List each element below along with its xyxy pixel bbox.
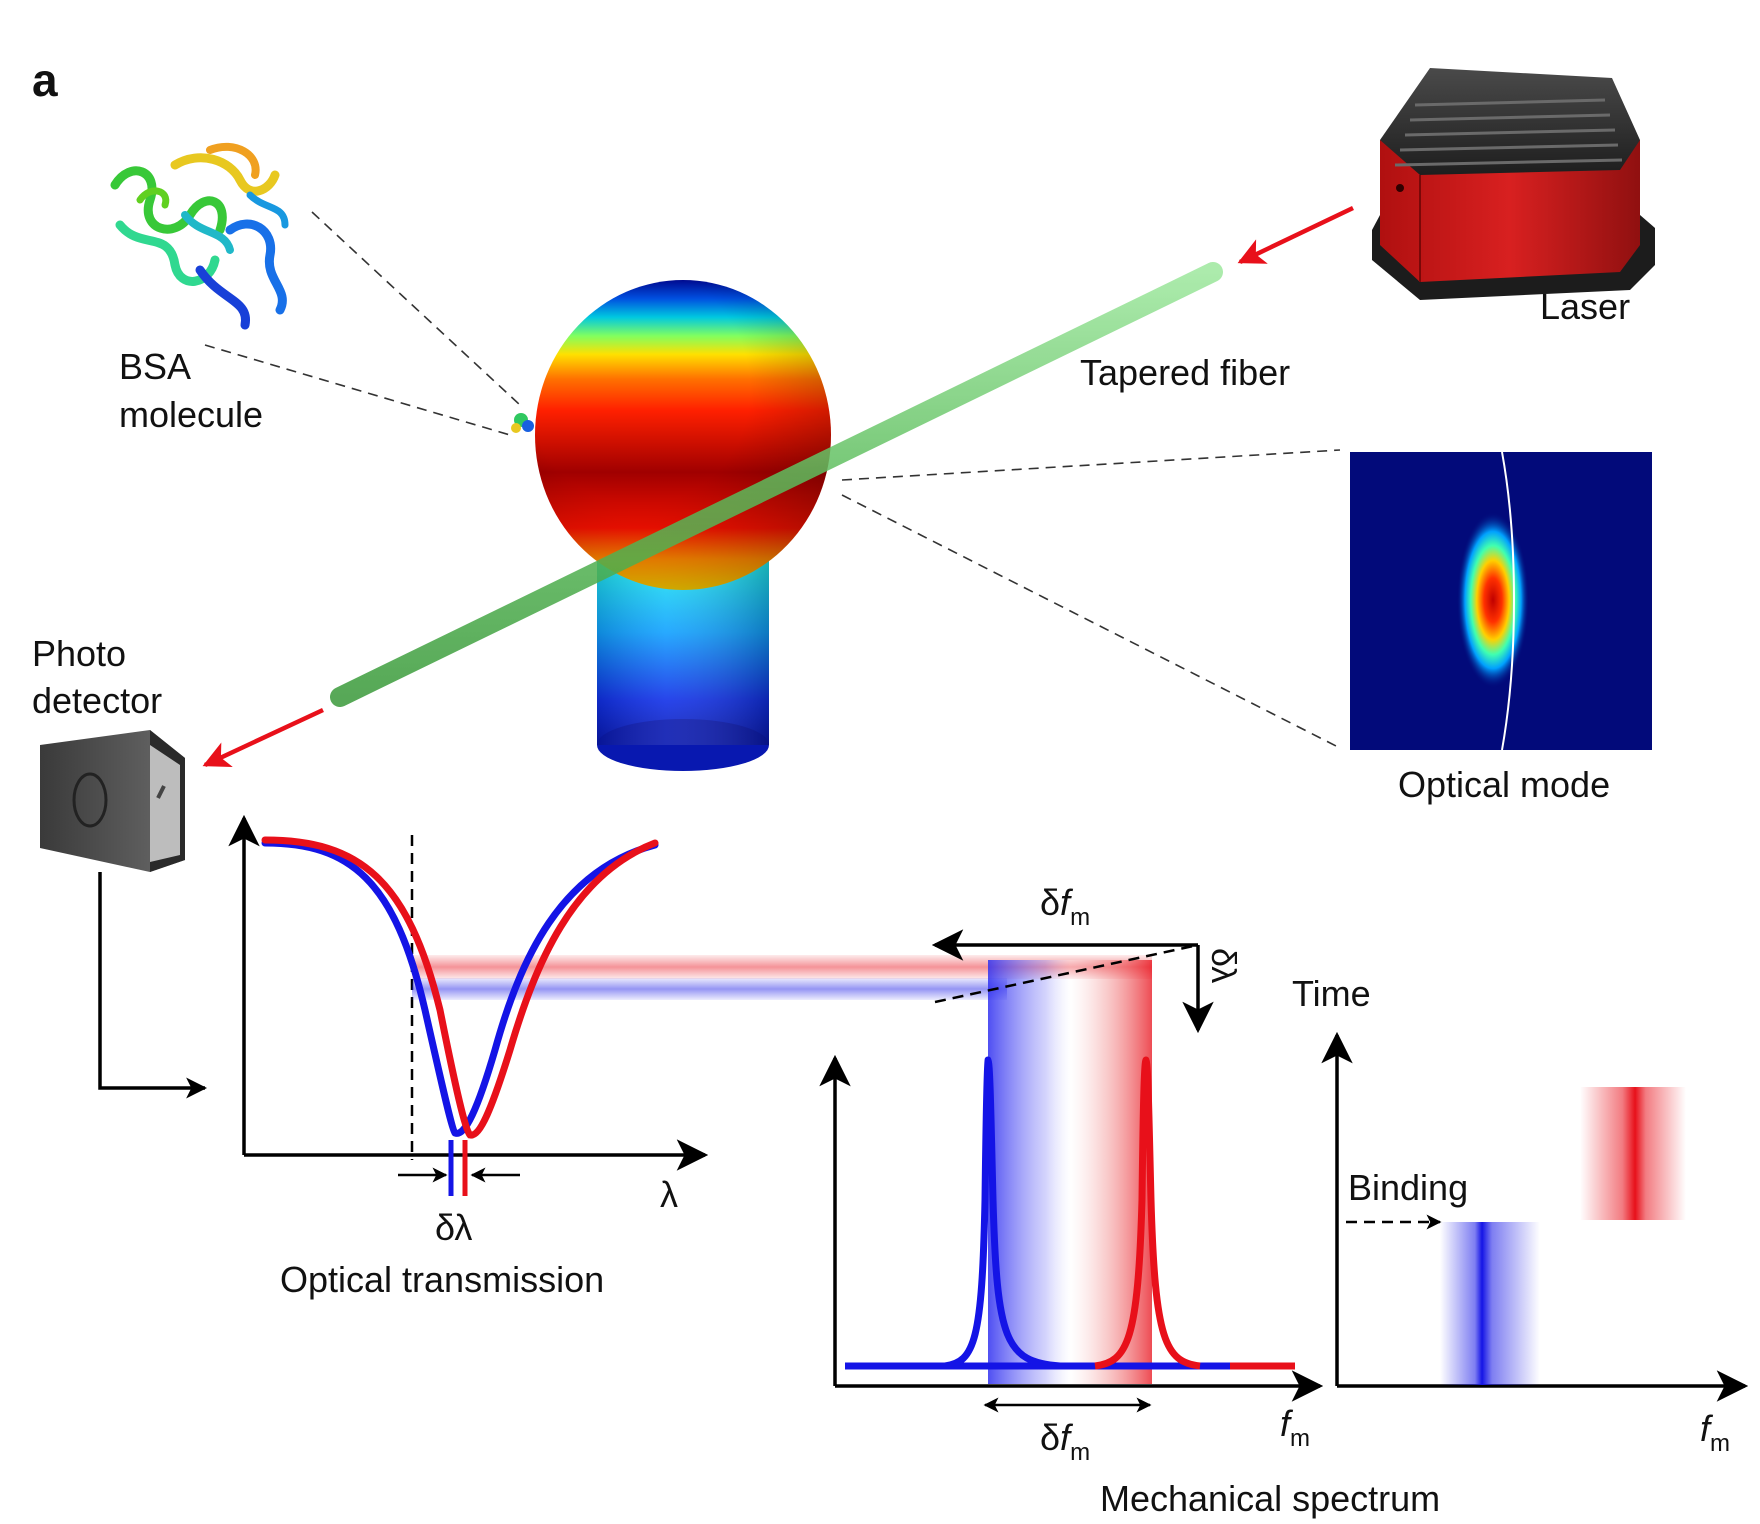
red-dip-curve [261, 836, 659, 1139]
zoom-line [204, 344, 511, 436]
blue-link-band [412, 978, 1007, 1000]
time-axis-label: Time [1292, 973, 1371, 1014]
optical-transmission-label: Optical transmission [280, 1259, 604, 1300]
blue-dip-curve [261, 839, 659, 1137]
laser-label: Laser [1540, 286, 1630, 327]
zoom-line [311, 211, 521, 406]
delta-lambda-label: δλ [435, 1207, 472, 1248]
bsa-molecule-icon [110, 142, 289, 330]
slope-dashed-line [934, 943, 1199, 1004]
optical-mode-image [1350, 451, 1652, 751]
tapered-fiber [330, 262, 1223, 707]
blue-trace-band [1440, 1222, 1540, 1385]
delta-fm-top-label: δfm [1040, 882, 1090, 931]
bsa-label-line2: molecule [119, 394, 263, 435]
time-frequency-plot [1321, 1031, 1749, 1402]
red-peak [1094, 1056, 1201, 1370]
optical-mode-label: Optical mode [1398, 764, 1610, 805]
laser-beam-arrow [1237, 205, 1354, 265]
mechanical-spectrum-label: Mechanical spectrum [1100, 1478, 1440, 1519]
fm-axis-label-2: fm [1700, 1408, 1730, 1457]
signal-connector-arrow [98, 872, 208, 1099]
binding-label: Binding [1348, 1167, 1468, 1208]
blue-peak [944, 1056, 1061, 1370]
tapered-fiber-label: Tapered fiber [1080, 352, 1290, 393]
photodetector-label-line2: detector [32, 680, 162, 721]
panel-label: a [32, 54, 58, 106]
photodetector-icon [40, 730, 185, 872]
laser-icon [1372, 68, 1655, 300]
mechanical-spectrum-plot [819, 929, 1324, 1413]
delta-lambda-rotated-label: δλ [1204, 948, 1242, 983]
delta-fm-bottom-label: δfm [1040, 1417, 1090, 1466]
bsa-small-icon [511, 413, 534, 433]
red-trace-band [1580, 1087, 1686, 1220]
zoom-line [841, 494, 1341, 749]
output-beam-arrow [202, 707, 324, 768]
fm-axis-label: fm [1280, 1403, 1310, 1452]
shift-band [988, 960, 1152, 1384]
lambda-axis-label: λ [660, 1174, 678, 1215]
photodetector-label-line1: Photo [32, 633, 126, 674]
zoom-line [841, 449, 1341, 481]
bsa-label-line1: BSA [119, 346, 191, 387]
